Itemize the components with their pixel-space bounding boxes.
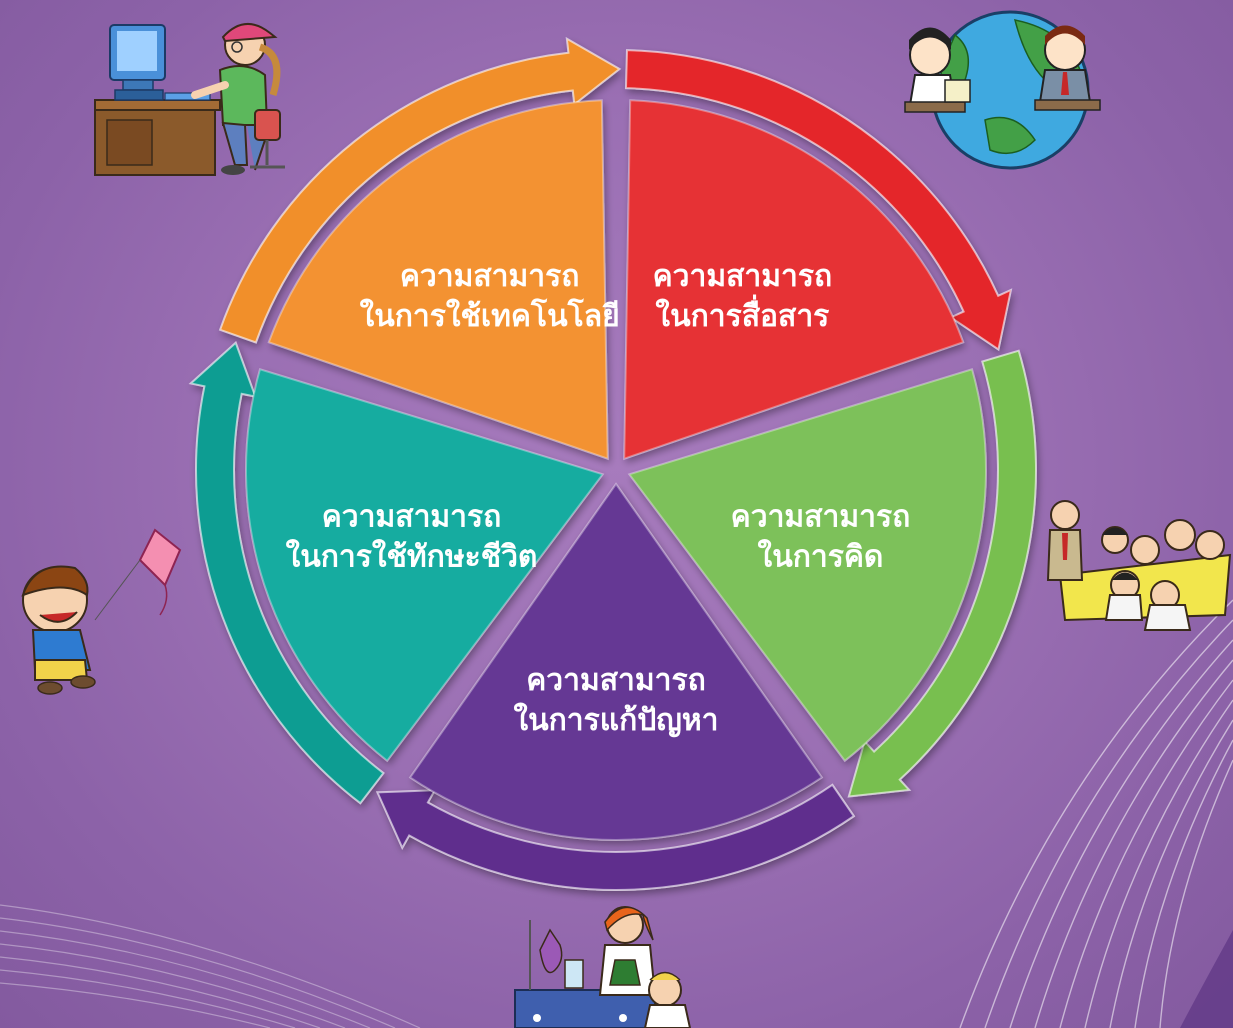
label-life-skills-line1: ความสามารถ xyxy=(322,499,502,534)
lab-scientists-illustration xyxy=(514,906,692,1028)
arrow-life-skills xyxy=(188,341,385,805)
arrow-problem-solving xyxy=(375,783,856,891)
arrow-thinking xyxy=(847,349,1037,798)
label-thinking-line2: ในการคิด xyxy=(758,538,884,574)
segment-wedges xyxy=(245,99,987,841)
segment-technology xyxy=(267,99,609,461)
label-thinking-line1: ความสามารถ xyxy=(731,499,911,534)
label-technology-line1: ความสามารถ xyxy=(400,259,580,294)
globe-phone-call-illustration xyxy=(904,10,1101,170)
segment-problem-solving xyxy=(408,482,824,841)
computer-user-illustration xyxy=(94,23,285,176)
segment-life-skills xyxy=(245,368,605,763)
label-problem-solving-line1: ความสามารถ xyxy=(526,663,706,698)
segment-communication xyxy=(623,99,965,461)
label-technology-line2: ในการใช้เทคโนโลยี xyxy=(360,297,620,334)
kite-boy-illustration xyxy=(21,528,182,695)
segment-labels: ความสามารถในการใช้เทคโนโลยีความสามารถในก… xyxy=(286,259,911,738)
label-life-skills-line2: ในการใช้ทักษะชีวิต xyxy=(286,538,538,574)
segment-thinking xyxy=(627,368,987,763)
decorative-stripes-bottom-left xyxy=(0,904,421,1028)
arrow-communication xyxy=(624,49,1013,352)
arrow-technology xyxy=(218,36,622,344)
corner-shade xyxy=(1180,930,1233,1028)
team-meeting-illustration xyxy=(1046,500,1232,631)
label-communication-line1: ความสามารถ xyxy=(653,259,833,294)
decorative-stripes-bottom-right xyxy=(959,599,1233,1028)
label-communication-line2: ในการสื่อสาร xyxy=(655,294,829,334)
cycle-arrow-ring xyxy=(188,36,1037,891)
label-problem-solving-line2: ในการแก้ปัญหา xyxy=(513,702,718,738)
